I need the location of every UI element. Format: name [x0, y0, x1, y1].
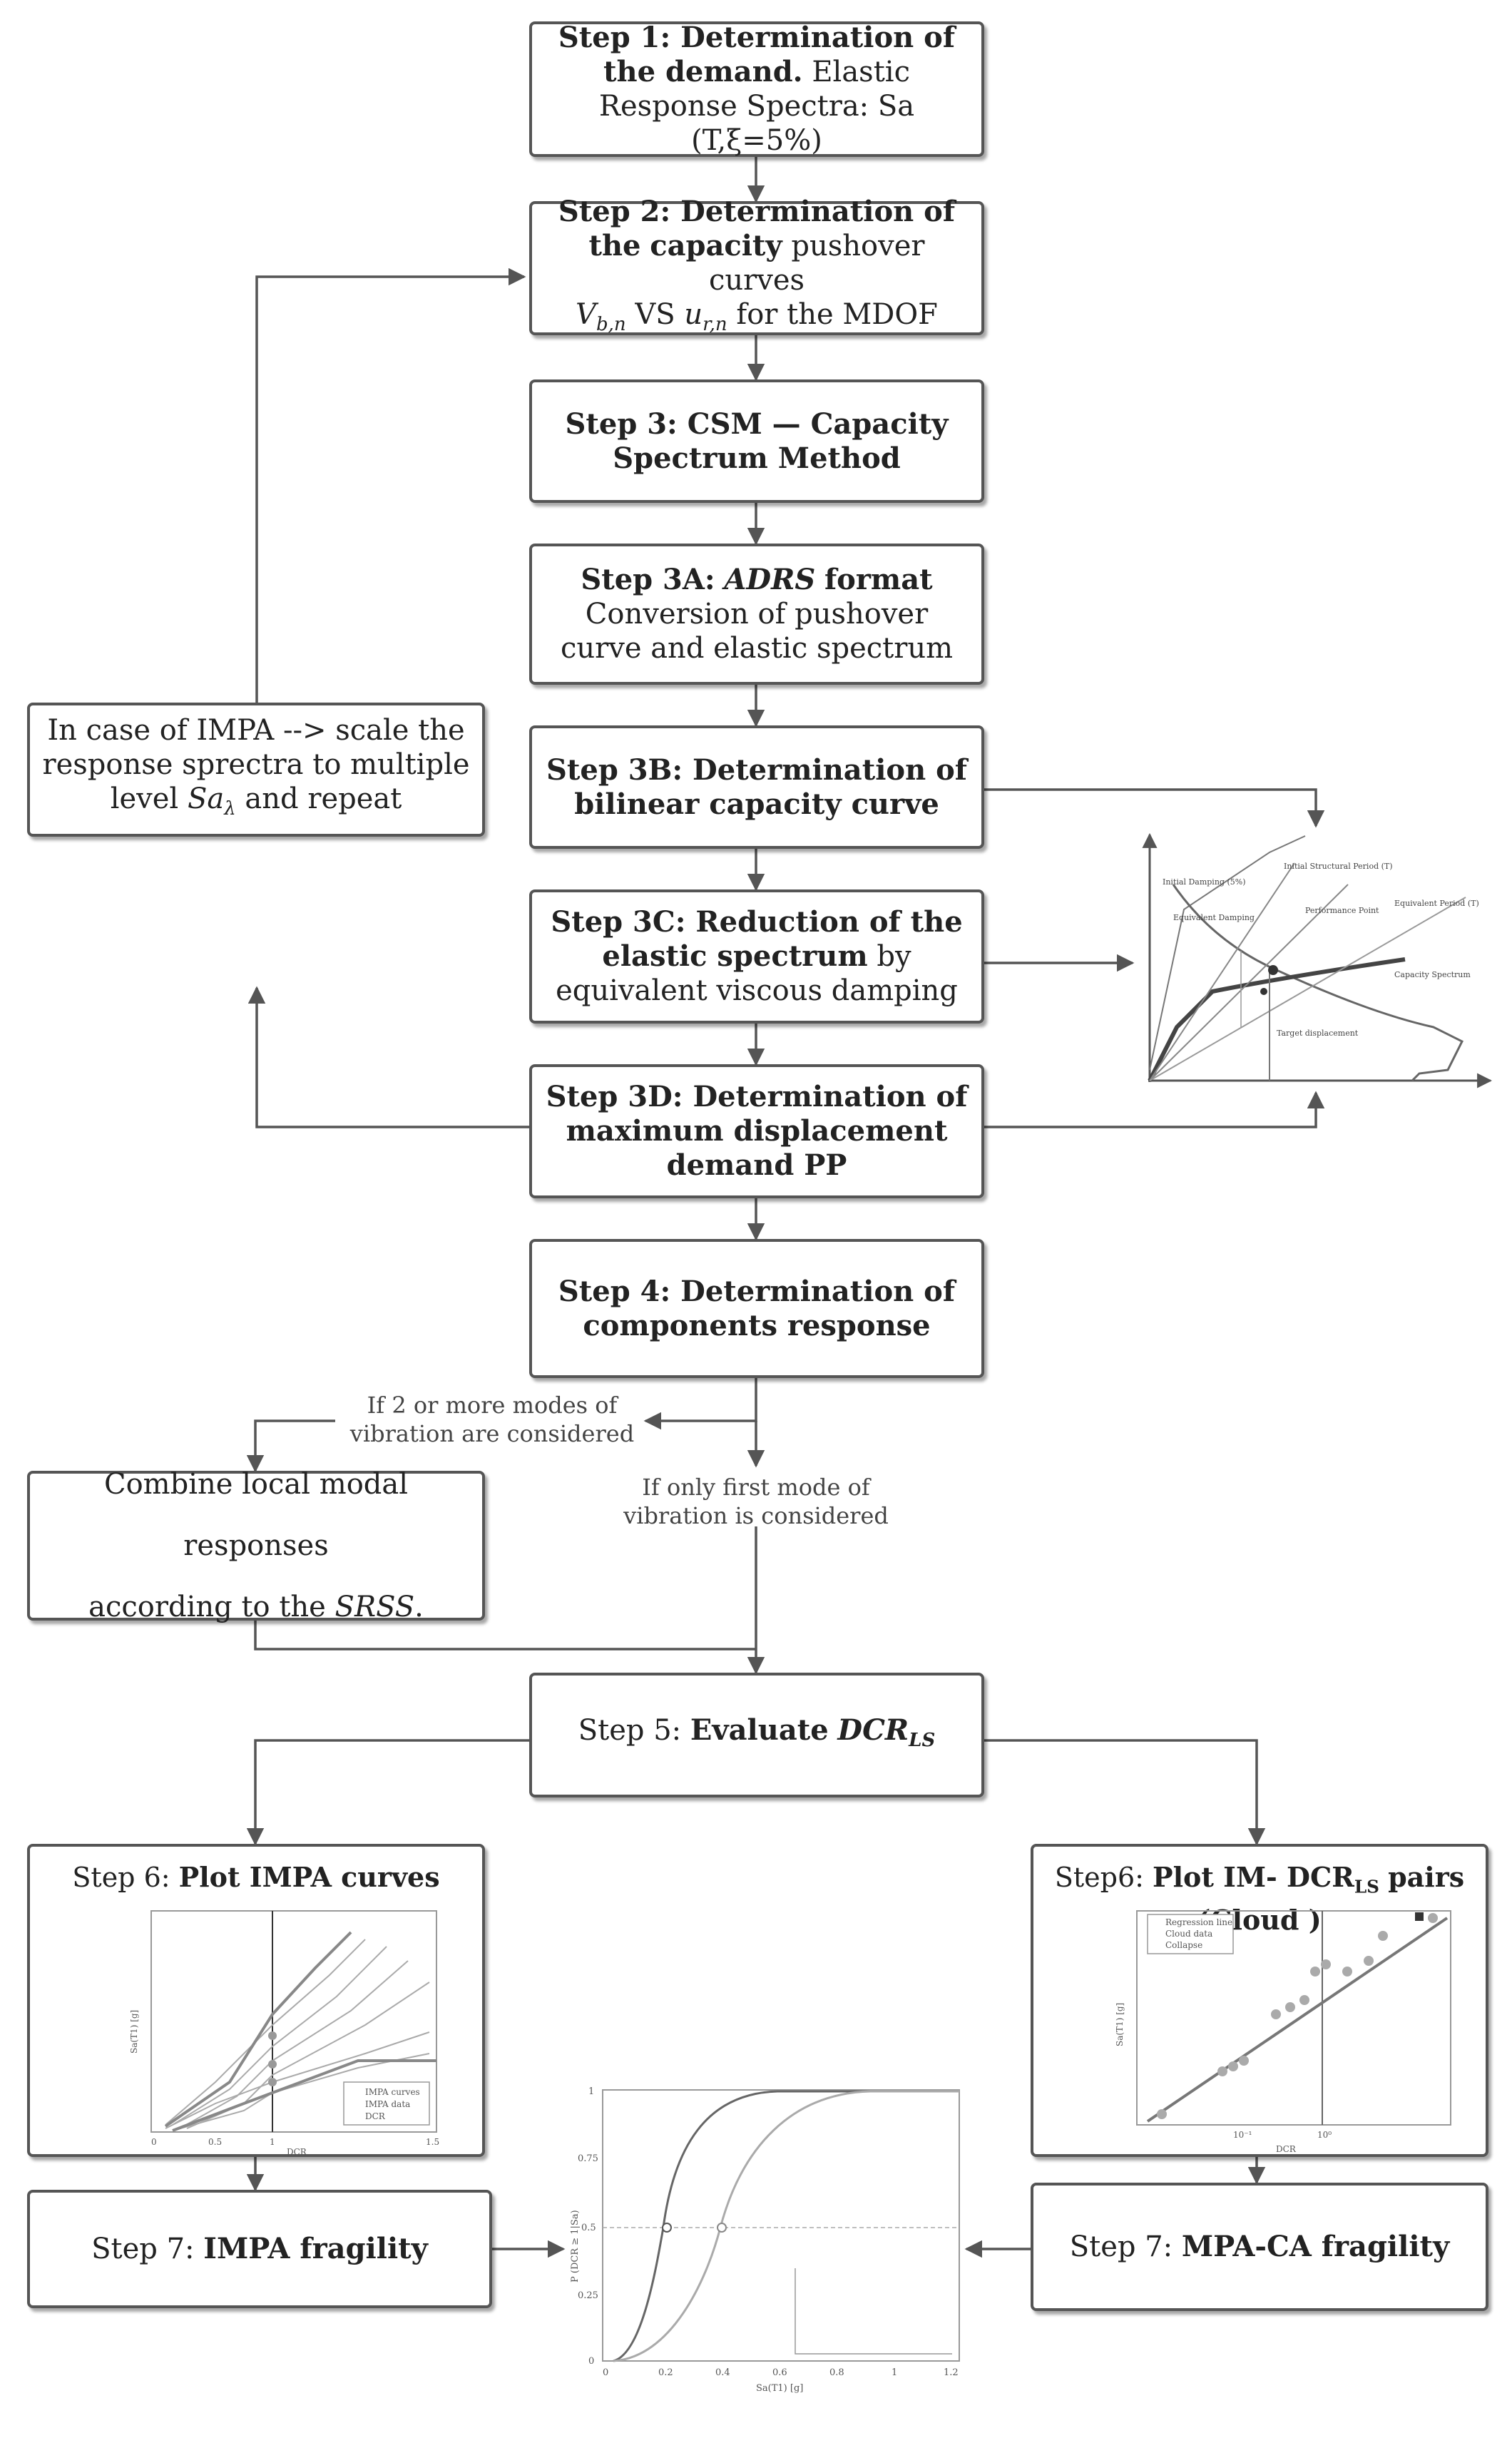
cloud-xtick-1: 10⁰ — [1317, 2130, 1332, 2140]
step-6-cloud-panel: Step6: Plot IM- DCRLS pairs (Cloud ) Reg… — [1031, 1844, 1488, 2157]
step-6-impa-panel: Step 6: Plot IMPA curves IMPA curves IMP… — [27, 1844, 485, 2157]
cloud-xlabel: DCR — [1276, 2144, 1297, 2154]
impa-loop-text-b: and repeat — [245, 782, 402, 815]
step-2-u-sub: r,n — [703, 314, 727, 335]
step-2-v-sub: b,n — [596, 314, 626, 335]
step-3c-box: Step 3C: Reduction of the elastic spectr… — [529, 889, 984, 1024]
step-7a-label: Step 7: — [91, 2233, 195, 2265]
cloud-legend-regression: Regression line — [1165, 1917, 1232, 1927]
step-3a-format: format — [824, 563, 933, 596]
combine-line-1: Combine local modal responses — [103, 1468, 409, 1562]
combine-dot: . — [414, 1591, 424, 1623]
impa-loop-box: In case of IMPA --> scale the response s… — [27, 703, 485, 837]
step-3c-text: by equivalent viscous damping — [556, 940, 958, 1007]
step-4-title: Step 4: Determination of components resp… — [558, 1274, 956, 1342]
step-5-title: Evaluate — [690, 1713, 829, 1747]
combine-line-2a: according to the — [88, 1591, 326, 1623]
step-2-text-a: pushover curves — [708, 230, 925, 297]
impa-legend-dcr: DCR — [365, 2111, 386, 2121]
step-6b-label: Step6: — [1054, 1862, 1144, 1893]
step-6b-title-a: Plot IM- DCR — [1153, 1861, 1354, 1893]
impa-curves-plot: IMPA curves IMPA data DCR 0 0.5 1 1.5 DC… — [129, 1910, 439, 2157]
impa-xtick-0: 0 — [151, 2137, 157, 2147]
step-1-title: Step 1: Determination of the demand. — [558, 21, 956, 88]
step-3b-title: Step 3B: Determination of bilinear capac… — [546, 753, 967, 821]
step-5-label: Step 5: — [578, 1713, 682, 1747]
step-2-text-b: for the MDOF — [736, 298, 938, 331]
cloud-pairs-plot: Regression line Cloud data Collapse 10⁻¹… — [1115, 1910, 1451, 2154]
step-3a-box: Step 3A: ADRS format Conversion of pusho… — [529, 544, 984, 685]
impa-loop-sa-sub: λ — [224, 798, 236, 820]
step-3-title: Step 3: CSM — Capacity Spectrum Method — [565, 407, 949, 475]
step-3b-box: Step 3B: Determination of bilinear capac… — [529, 725, 984, 849]
step-3a-adrs: ADRS — [724, 563, 816, 596]
cloud-xtick-0: 10⁻¹ — [1233, 2130, 1252, 2140]
step-7b-label: Step 7: — [1069, 2230, 1173, 2263]
step-3c-elastic: elastic spectrum — [602, 939, 868, 973]
step-2-title: Step 2: Determination of the — [558, 195, 956, 262]
step-7-mpa-ca-box: Step 7: MPA-CA fragility — [1031, 2183, 1488, 2311]
step-2-u: u — [684, 298, 703, 331]
impa-ylabel: Sa(T1) [g] — [129, 2010, 139, 2054]
step-3a-text: Conversion of pushover curve and elastic… — [560, 598, 954, 665]
step-5-box: Step 5: Evaluate DCRLS — [529, 1673, 984, 1797]
step-6a-title: Plot IMPA curves — [178, 1861, 440, 1893]
step-1-text: Elastic Response Spectra: Sa (T,ξ=5%) — [598, 56, 915, 157]
impa-loop-sa: Sa — [187, 782, 225, 815]
step-1-box: Step 1: Determination of the demand. Ela… — [529, 21, 984, 157]
cloud-ylabel: Sa(T1) [g] — [1115, 2003, 1125, 2046]
impa-xtick-3: 1.5 — [426, 2137, 439, 2147]
impa-legend-data: IMPA data — [365, 2099, 410, 2109]
branch-first-mode-label: If only first mode of vibration is consi… — [623, 1474, 889, 1529]
impa-xlabel: DCR — [287, 2147, 307, 2157]
step-3d-title: Step 3D: Determination of maximum displa… — [546, 1080, 968, 1182]
impa-legend-curves: IMPA curves — [365, 2087, 420, 2097]
step-3-box: Step 3: CSM — Capacity Spectrum Method — [529, 379, 984, 503]
impa-xtick-1: 0.5 — [208, 2137, 222, 2147]
cloud-legend-data: Cloud data — [1165, 1929, 1212, 1939]
branch-multi-mode-label: If 2 or more modes of vibration are cons… — [349, 1392, 635, 1447]
step-3d-box: Step 3D: Determination of maximum displa… — [529, 1064, 984, 1198]
step-5-dcr-sub: LS — [909, 1729, 936, 1751]
step-2-capacity: capacity — [650, 229, 782, 262]
step-6a-label: Step 6: — [72, 1862, 170, 1893]
combine-box: Combine local modal responses according … — [27, 1468, 485, 1623]
step-3c-title: Step 3C: Reduction of the — [551, 905, 963, 939]
cloud-legend-collapse: Collapse — [1165, 1940, 1202, 1950]
step-5-dcr: DCR — [837, 1713, 909, 1747]
step-2-box: Step 2: Determination of the capacity pu… — [529, 195, 984, 335]
step-7a-title: IMPA fragility — [203, 2232, 428, 2265]
impa-loop-text-a: In case of IMPA --> scale the response s… — [42, 714, 470, 815]
step-4-box: Step 4: Determination of components resp… — [529, 1239, 984, 1378]
step-7b-title: MPA-CA fragility — [1181, 2230, 1450, 2263]
step-3a-title: Step 3A: — [581, 563, 715, 596]
impa-xtick-2: 1 — [270, 2137, 275, 2147]
step-2-vs: VS — [635, 298, 675, 331]
combine-srss: SRSS — [334, 1591, 415, 1623]
step-7-impa-box: Step 7: IMPA fragility — [27, 2190, 492, 2308]
step-2-v: V — [576, 298, 596, 331]
step-6b-sub: LS — [1354, 1876, 1379, 1897]
